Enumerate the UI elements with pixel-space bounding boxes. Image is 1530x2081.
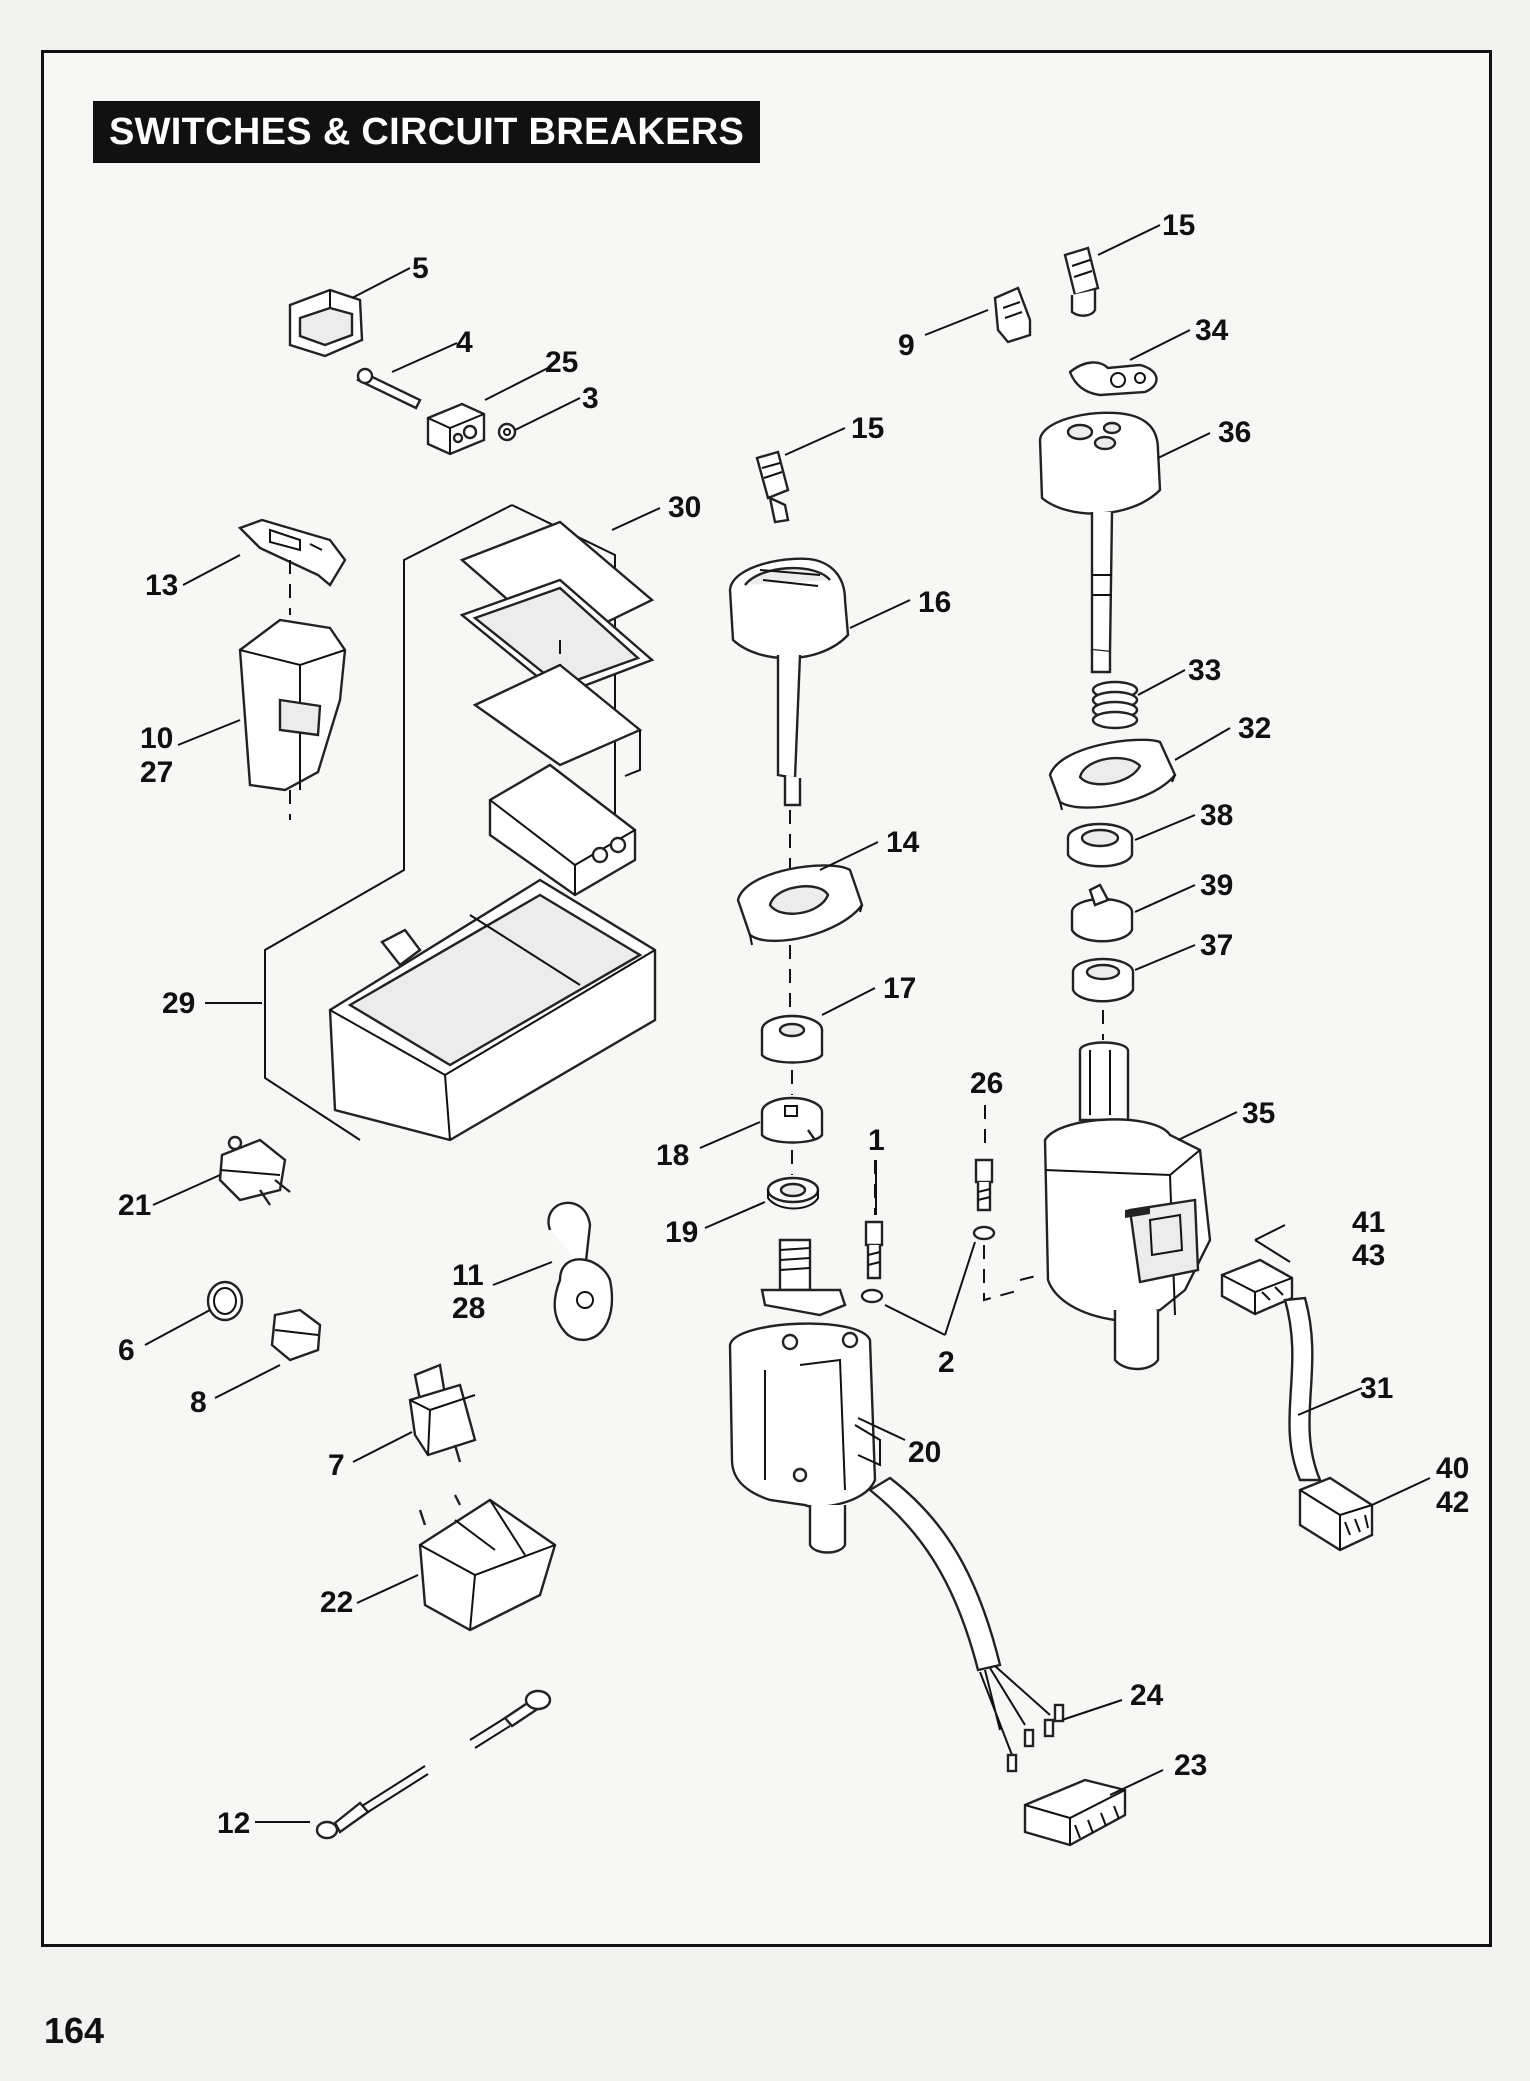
dashed-guide-2 <box>983 1245 1041 1302</box>
part-36-ignition-knob <box>1038 411 1162 674</box>
callout-43: 43 <box>1352 1239 1385 1272</box>
callout-8: 8 <box>190 1386 207 1419</box>
callout-32: 32 <box>1238 712 1271 745</box>
exploded-parts-diagram: 5 4 25 3 13 10 27 29 30 21 6 8 7 11 28 2… <box>118 209 1469 1847</box>
part-15-key-middle <box>755 450 790 524</box>
callout-15-top: 15 <box>1162 209 1195 242</box>
part-4-pin <box>356 367 422 410</box>
part-20-ignition-switch <box>728 1238 881 1554</box>
part-33-spring <box>1091 680 1139 730</box>
leader-lines <box>144 224 1431 1823</box>
callout-21: 21 <box>118 1189 151 1222</box>
callout-3: 3 <box>582 382 599 415</box>
part-9-key-tag <box>993 286 1032 344</box>
callout-26: 26 <box>970 1067 1003 1100</box>
callout-5: 5 <box>412 252 429 285</box>
part-22-connector-housing <box>418 1494 557 1632</box>
part-41-43-connector <box>1220 1258 1294 1316</box>
part-31-cable <box>1283 1296 1322 1482</box>
callout-22: 22 <box>320 1586 353 1619</box>
callout-33: 33 <box>1188 654 1221 687</box>
callout-30: 30 <box>668 491 701 524</box>
part-11-28-key-fob <box>547 1201 613 1341</box>
part-17-nut <box>760 1014 824 1064</box>
callout-37: 37 <box>1200 929 1233 962</box>
callout-18: 18 <box>656 1139 689 1172</box>
part-2-washer-a <box>860 1288 884 1304</box>
battery-accuplus <box>488 763 637 897</box>
part-34-key-plate <box>1068 361 1158 397</box>
part-8-sensor <box>270 1308 322 1362</box>
callout-12: 12 <box>217 1807 250 1840</box>
part-16-ignition-knob <box>728 557 850 807</box>
callout-39: 39 <box>1200 869 1233 902</box>
part-1-screw <box>864 1220 884 1280</box>
part-2-washer-b <box>972 1225 996 1241</box>
part-15-key-top <box>1063 246 1100 317</box>
part-29-housing <box>328 878 657 1142</box>
part-21-switch <box>218 1135 291 1206</box>
part-40-42-connector <box>1298 1476 1374 1552</box>
callout-15-middle: 15 <box>851 412 884 445</box>
callout-25: 25 <box>545 346 578 379</box>
callout-29: 29 <box>162 987 195 1020</box>
callouts: 5 4 25 3 13 10 27 29 30 21 6 8 7 11 28 2… <box>118 209 1469 1840</box>
page-number: 164 <box>44 2010 105 2051</box>
callout-20: 20 <box>908 1436 941 1469</box>
part-12-ground-strap <box>315 1689 552 1840</box>
callout-34: 34 <box>1195 314 1229 347</box>
part-18-ring <box>760 1096 824 1144</box>
callout-40: 40 <box>1436 1452 1469 1485</box>
callout-17: 17 <box>883 972 916 1005</box>
callout-9: 9 <box>898 329 915 362</box>
part-14-plate <box>736 864 864 946</box>
callout-42: 42 <box>1436 1486 1469 1519</box>
callout-1: 1 <box>868 1124 885 1157</box>
diagram-frame <box>41 50 1492 1947</box>
callout-19: 19 <box>665 1216 698 1249</box>
part-26-screw <box>974 1158 994 1212</box>
callout-31: 31 <box>1360 1372 1393 1405</box>
callout-23: 23 <box>1174 1749 1207 1782</box>
part-7-relay <box>408 1363 477 1463</box>
part-5-breaker-cover <box>288 288 364 358</box>
callout-4: 4 <box>456 326 473 359</box>
callout-11: 11 <box>452 1259 484 1292</box>
callout-38: 38 <box>1200 799 1233 832</box>
part-37-ring <box>1071 957 1135 1003</box>
part-25-circuit-breaker <box>426 402 486 456</box>
part-3-nut <box>497 422 517 442</box>
callout-10: 10 <box>140 722 173 755</box>
callout-13: 13 <box>145 569 178 602</box>
part-32-plate <box>1048 738 1177 811</box>
callout-6: 6 <box>118 1334 135 1367</box>
callout-27: 27 <box>140 756 173 789</box>
part-10-27-module <box>238 618 347 792</box>
part-38-ring <box>1066 822 1134 868</box>
callout-14: 14 <box>886 826 920 859</box>
callout-36: 36 <box>1218 416 1251 449</box>
part-19-washer <box>766 1176 820 1210</box>
callout-7: 7 <box>328 1449 345 1482</box>
bracket-29 <box>264 504 513 1141</box>
callout-35: 35 <box>1242 1097 1275 1130</box>
part-30-cover-plates <box>459 520 655 777</box>
part-13-clip <box>237 518 347 587</box>
callout-41: 41 <box>1352 1206 1385 1239</box>
callout-16: 16 <box>918 586 951 619</box>
part-35-lock-switch <box>1043 1041 1212 1371</box>
part-23-connector <box>1023 1778 1127 1847</box>
part-24-wire-harness <box>867 1476 1065 1773</box>
callout-24: 24 <box>1130 1679 1164 1712</box>
callout-2: 2 <box>938 1346 955 1379</box>
part-39-cam-ring <box>1070 883 1134 943</box>
page-title: SWITCHES & CIRCUIT BREAKERS <box>93 101 761 163</box>
callout-28: 28 <box>452 1292 485 1325</box>
